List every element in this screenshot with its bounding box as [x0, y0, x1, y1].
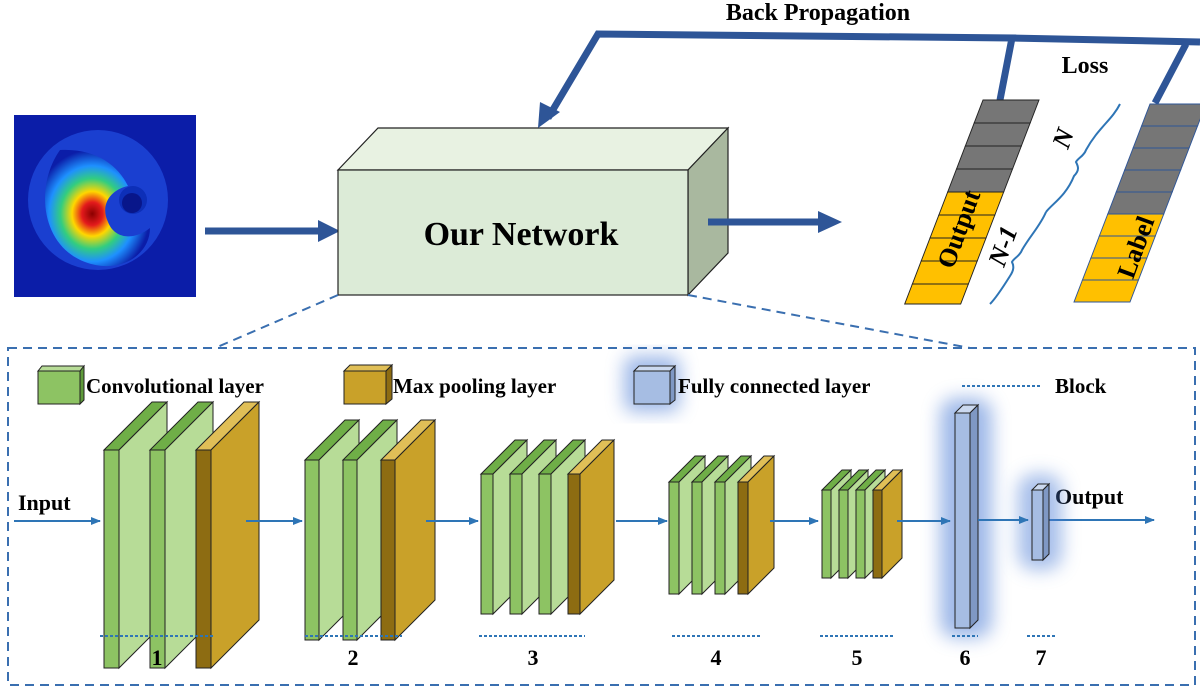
- legend-fc-label: Fully connected layer: [678, 374, 870, 398]
- zoom-line-right: [687, 294, 971, 349]
- legend-fc-swatch: [624, 356, 680, 412]
- legend-block-label: Block: [1055, 374, 1107, 398]
- legend-conv-swatch: [36, 364, 86, 406]
- detail-output-label: Output: [1055, 484, 1124, 509]
- zoom-line-left: [214, 294, 339, 349]
- pool-layer-b1: [194, 400, 261, 670]
- block-connectors: [246, 516, 1029, 525]
- network-layers: [102, 398, 1062, 670]
- detail-box: [7, 347, 1196, 686]
- fc-layer-7: [1030, 482, 1051, 562]
- legend: Convolutional layer Max pooling layer Fu…: [36, 356, 1107, 412]
- block-number-4: 4: [711, 645, 722, 670]
- n-label: N: [1046, 123, 1080, 153]
- pool-layer-b5: [871, 468, 904, 580]
- label-vector: [1073, 103, 1200, 303]
- network-label: Our Network: [424, 216, 619, 253]
- back-propagation-label: Back Propagation: [726, 0, 910, 26]
- input-to-network-arrow: [205, 220, 340, 242]
- pool-layer-b3: [566, 438, 616, 616]
- fc-layer-6: [953, 403, 980, 630]
- block-number-3: 3: [528, 645, 539, 670]
- legend-conv-label: Convolutional layer: [86, 374, 264, 398]
- loss-label: Loss: [1062, 53, 1109, 79]
- block-number-5: 5: [852, 645, 863, 670]
- legend-pool-swatch: [342, 363, 394, 406]
- block-number-7: 7: [1036, 645, 1047, 670]
- detail-input-label: Input: [18, 490, 71, 515]
- brace-n-minus-1: [989, 211, 1047, 305]
- block-number-2: 2: [348, 645, 359, 670]
- network-box: Our Network: [336, 126, 730, 297]
- output-vector: [903, 99, 1040, 305]
- network-to-output-arrow: [708, 211, 842, 233]
- input-heatmap-image: [14, 115, 196, 297]
- block-labels: 1 2 3 4 5 6 7: [100, 635, 1055, 670]
- block-number-1: 1: [152, 645, 163, 670]
- pool-layer-b2: [379, 418, 437, 642]
- back-propagation-arrow: [538, 30, 1200, 128]
- legend-pool-label: Max pooling layer: [393, 374, 556, 398]
- block-number-6: 6: [960, 645, 971, 670]
- brace-n: [1045, 103, 1121, 213]
- pool-layer-b4: [736, 454, 776, 596]
